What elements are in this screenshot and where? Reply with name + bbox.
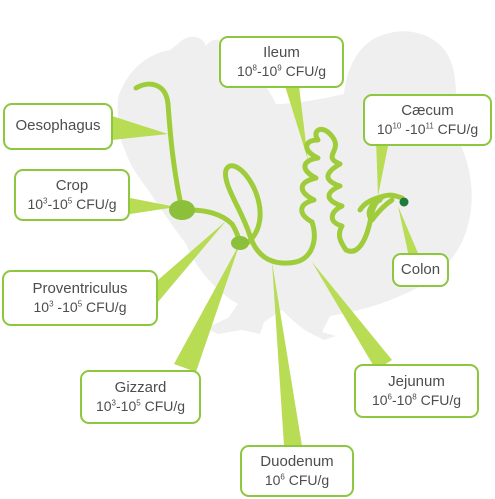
oesophagus-pointer — [112, 116, 168, 140]
proventriculus-cfu: 103 -105 CFU/g — [33, 298, 127, 315]
jejunum-name: Jejunum — [388, 372, 445, 390]
caecum-branch — [366, 197, 395, 223]
duodenum-cfu: 106 CFU/g — [264, 471, 330, 488]
gizzard-pointer — [174, 243, 240, 372]
label-crop: Crop 103-105 CFU/g — [14, 169, 130, 221]
ileum-pointer — [285, 86, 308, 160]
gizzard-organ — [231, 236, 249, 250]
label-proventriculus: Proventriculus 103 -105 CFU/g — [2, 270, 158, 326]
caecum-name: Cæcum — [401, 101, 454, 119]
gizzard-cfu: 103-105 CFU/g — [95, 397, 186, 414]
duodenum-pointer — [272, 262, 302, 446]
duodenal-loop — [223, 163, 317, 266]
label-ileum: Ileum 108-109 CFU/g — [219, 36, 344, 88]
ileum-name: Ileum — [263, 43, 300, 61]
oesophagus-tube — [133, 81, 183, 203]
colon-name: Colon — [400, 260, 441, 278]
caecum-cfu: 1010 -1011 CFU/g — [376, 120, 479, 137]
label-caecum: Cæcum 1010 -1011 CFU/g — [363, 94, 492, 146]
label-oesophagus: Oesophagus — [3, 103, 113, 150]
crop-name: Crop — [55, 176, 89, 194]
ileum-cfu: 108-109 CFU/g — [236, 62, 327, 79]
proventriculus-pointer — [158, 221, 226, 302]
proventriculus-name: Proventriculus — [32, 279, 128, 297]
label-jejunum: Jejunum 106-108 CFU/g — [354, 364, 479, 418]
crop-organ — [169, 200, 195, 220]
crop-pointer — [130, 198, 176, 214]
caecum-pointer — [376, 138, 388, 196]
label-gizzard: Gizzard 103-105 CFU/g — [80, 370, 201, 424]
caecum-tube — [357, 192, 405, 213]
colon-pointer — [398, 206, 420, 262]
label-colon: Colon — [392, 253, 449, 287]
crop-cfu: 103-105 CFU/g — [27, 195, 117, 212]
label-duodenum: Duodenum 106 CFU/g — [240, 445, 354, 497]
jejunum-pointer — [312, 262, 392, 370]
colon-node — [399, 197, 409, 207]
jejunum-cfu: 106-108 CFU/g — [371, 391, 462, 408]
duodenum-name: Duodenum — [260, 452, 334, 470]
ileum-coil — [299, 126, 387, 254]
gizzard-name: Gizzard — [114, 378, 167, 396]
oesophagus-name: Oesophagus — [15, 117, 101, 135]
pointer-wedges — [112, 86, 420, 446]
